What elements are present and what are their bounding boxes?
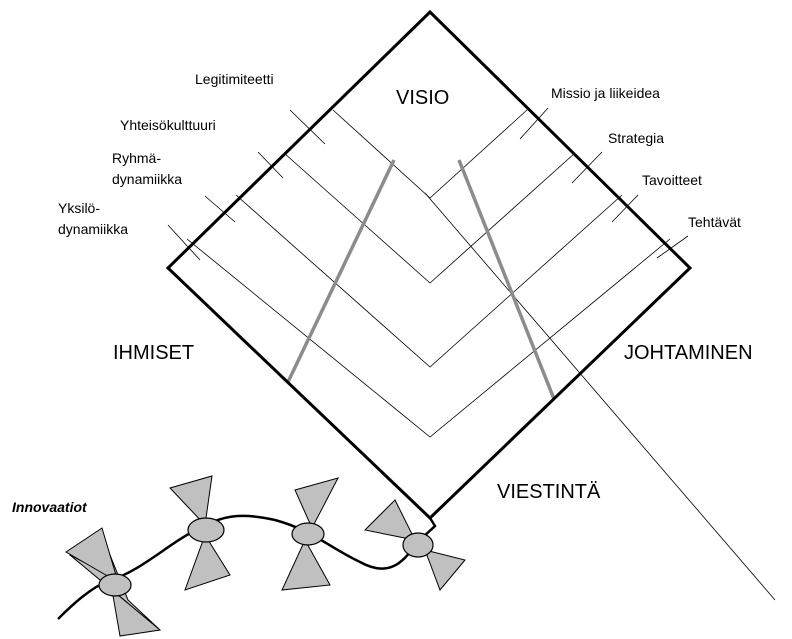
- label-missio: Missio ja liikeidea: [551, 85, 660, 101]
- kite-string: [424, 192, 776, 601]
- left-beam: [286, 159, 396, 383]
- chevron-legitimiteetti: [332, 109, 528, 199]
- bow-3: [281, 477, 339, 591]
- chevron-yksilodynamiikka: [186, 238, 671, 438]
- label-innovaatiot: Innovaatiot: [12, 499, 88, 515]
- label-strategia: Strategia: [608, 130, 664, 146]
- leader-yhteisokulttuuri: [257, 151, 284, 179]
- label-johtaminen: JOHTAMINEN: [624, 342, 753, 364]
- label-legitimiteetti: Legitimiteetti: [195, 71, 274, 87]
- leader-legitimiteetti: [289, 109, 326, 145]
- kite-beams: [286, 159, 556, 400]
- bow-2: [169, 475, 231, 591]
- label-visio: VISIO: [396, 87, 449, 109]
- label-ryhma-dynamiikka: dynamiikka: [112, 171, 182, 187]
- layer-chevrons: [186, 109, 671, 438]
- bow-1: [65, 527, 162, 637]
- leader-missio: [519, 107, 549, 140]
- label-yksilo: Yksilö-: [58, 200, 100, 216]
- label-tavoitteet: Tavoitteet: [642, 172, 702, 188]
- right-beam: [457, 159, 556, 400]
- label-ihmiset: IHMISET: [113, 342, 194, 364]
- leader-yksilodynamiikka: [167, 224, 201, 261]
- label-yksilo-dynamiikka: dynamiikka: [58, 221, 128, 237]
- chevron-ryhmadynamiikka: [235, 194, 623, 368]
- label-yhteisokulttuuri: Yhteisökulttuuri: [120, 117, 216, 133]
- bow-4: [363, 499, 466, 591]
- label-ryhma: Ryhmä-: [112, 150, 161, 166]
- leader-ryhmadynamiikka: [204, 195, 236, 223]
- chevron-yhteisokulttuuri: [283, 152, 576, 284]
- label-viestinta: VIESTINTÄ: [497, 481, 601, 503]
- leader-tavoitteet: [611, 194, 639, 223]
- tail-bows: [65, 475, 466, 637]
- leader-tehtavat: [656, 235, 689, 259]
- label-tehtavat: Tehtävät: [688, 214, 741, 230]
